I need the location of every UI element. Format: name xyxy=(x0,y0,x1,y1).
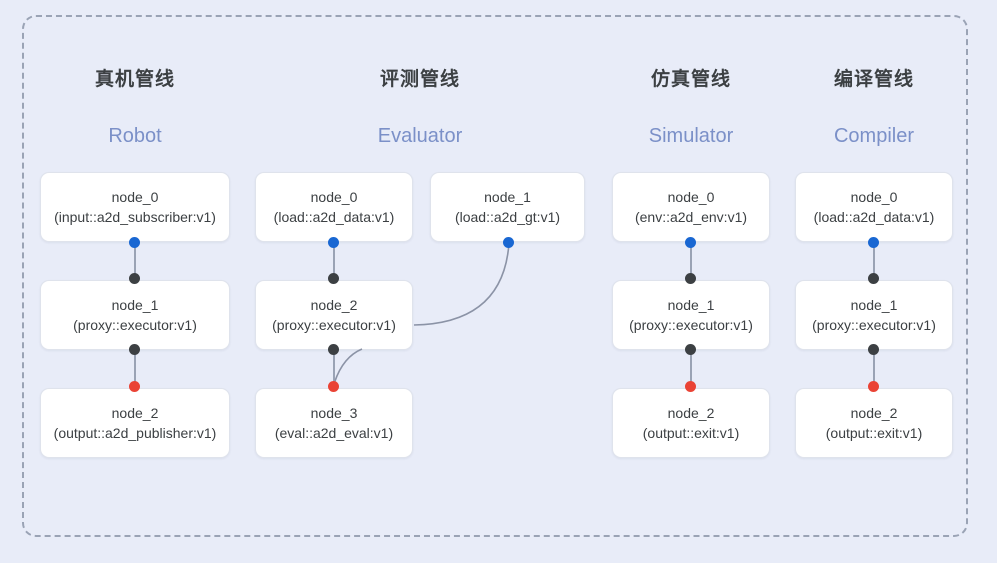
port-robot-1-in[interactable] xyxy=(129,273,140,284)
node-simulator-0[interactable]: node_0 (env::a2d_env:v1) xyxy=(612,172,770,242)
column-title-en-robot: Robot xyxy=(108,125,162,147)
column-title-cn-evaluator: 评测管线 xyxy=(379,69,460,90)
port-evaluator-3-in[interactable] xyxy=(328,381,339,392)
node-spec: (eval::a2d_eval:v1) xyxy=(274,424,394,441)
node-name: node_0 xyxy=(111,188,159,205)
port-simulator-1-out[interactable] xyxy=(685,344,696,355)
node-spec: (load::a2d_data:v1) xyxy=(273,208,395,225)
port-robot-2-in[interactable] xyxy=(129,381,140,392)
node-compiler-2[interactable]: node_2 (output::exit:v1) xyxy=(795,388,953,458)
column-title-en-simulator: Simulator xyxy=(648,125,734,147)
node-robot-2[interactable]: node_2 (output::a2d_publisher:v1) xyxy=(40,388,230,458)
node-spec: (proxy::executor:v1) xyxy=(629,316,753,333)
node-spec: (env::a2d_env:v1) xyxy=(634,208,748,225)
column-title-en-evaluator: Evaluator xyxy=(377,125,463,147)
edge-robot-1-2 xyxy=(134,346,136,386)
edge-sim-1-2 xyxy=(690,346,692,386)
column-title-cn-compiler: 编译管线 xyxy=(833,69,914,90)
port-compiler-1-in[interactable] xyxy=(868,273,879,284)
edge-robot-0-1 xyxy=(134,238,136,278)
edge-comp-1-2 xyxy=(873,346,875,386)
port-evaluator-2-out[interactable] xyxy=(328,344,339,355)
node-robot-0[interactable]: node_0 (input::a2d_subscriber:v1) xyxy=(40,172,230,242)
port-simulator-2-in[interactable] xyxy=(685,381,696,392)
edge-comp-0-1 xyxy=(873,238,875,278)
node-spec: (output::exit:v1) xyxy=(825,424,923,441)
node-name: node_2 xyxy=(111,404,159,421)
node-name: node_2 xyxy=(667,404,715,421)
column-title-cn-simulator: 仿真管线 xyxy=(650,69,731,90)
diagram-frame xyxy=(22,15,968,537)
node-name: node_1 xyxy=(850,296,898,313)
node-robot-1[interactable]: node_1 (proxy::executor:v1) xyxy=(40,280,230,350)
node-spec: (proxy::executor:v1) xyxy=(73,316,197,333)
node-spec: (output::exit:v1) xyxy=(642,424,740,441)
node-simulator-2[interactable]: node_2 (output::exit:v1) xyxy=(612,388,770,458)
edge-evaluator-executor-to-eval xyxy=(333,348,363,385)
node-simulator-1[interactable]: node_1 (proxy::executor:v1) xyxy=(612,280,770,350)
port-compiler-2-in[interactable] xyxy=(868,381,879,392)
port-evaluator-1-out[interactable] xyxy=(503,237,514,248)
node-name: node_1 xyxy=(667,296,715,313)
node-name: node_2 xyxy=(850,404,898,421)
node-name: node_0 xyxy=(310,188,358,205)
node-name: node_1 xyxy=(111,296,159,313)
edge-sim-0-1 xyxy=(690,238,692,278)
port-simulator-0-out[interactable] xyxy=(685,237,696,248)
node-spec: (proxy::executor:v1) xyxy=(812,316,936,333)
node-evaluator-0[interactable]: node_0 (load::a2d_data:v1) xyxy=(255,172,413,242)
port-robot-1-out[interactable] xyxy=(129,344,140,355)
node-name: node_2 xyxy=(310,296,358,313)
port-compiler-1-out[interactable] xyxy=(868,344,879,355)
node-compiler-0[interactable]: node_0 (load::a2d_data:v1) xyxy=(795,172,953,242)
node-evaluator-1[interactable]: node_1 (load::a2d_gt:v1) xyxy=(430,172,585,242)
port-evaluator-0-out[interactable] xyxy=(328,237,339,248)
node-spec: (input::a2d_subscriber:v1) xyxy=(54,208,216,225)
node-spec: (output::a2d_publisher:v1) xyxy=(53,424,217,441)
node-name: node_0 xyxy=(850,188,898,205)
node-name: node_1 xyxy=(484,188,531,205)
node-evaluator-2[interactable]: node_2 (proxy::executor:v1) xyxy=(255,280,413,350)
node-spec: (load::a2d_gt:v1) xyxy=(454,208,561,225)
node-name: node_3 xyxy=(310,404,358,421)
node-evaluator-3[interactable]: node_3 (eval::a2d_eval:v1) xyxy=(255,388,413,458)
node-compiler-1[interactable]: node_1 (proxy::executor:v1) xyxy=(795,280,953,350)
port-compiler-0-out[interactable] xyxy=(868,237,879,248)
port-simulator-1-in[interactable] xyxy=(685,273,696,284)
port-evaluator-2-in[interactable] xyxy=(328,273,339,284)
column-title-en-compiler: Compiler xyxy=(833,125,915,147)
edge-eval-0-2 xyxy=(333,238,335,278)
port-robot-0-out[interactable] xyxy=(129,237,140,248)
column-title-cn-robot: 真机管线 xyxy=(94,69,175,90)
node-spec: (load::a2d_data:v1) xyxy=(813,208,935,225)
node-name: node_0 xyxy=(667,188,715,205)
edge-evaluator-gt-to-executor xyxy=(413,242,510,326)
node-spec: (proxy::executor:v1) xyxy=(272,316,396,333)
